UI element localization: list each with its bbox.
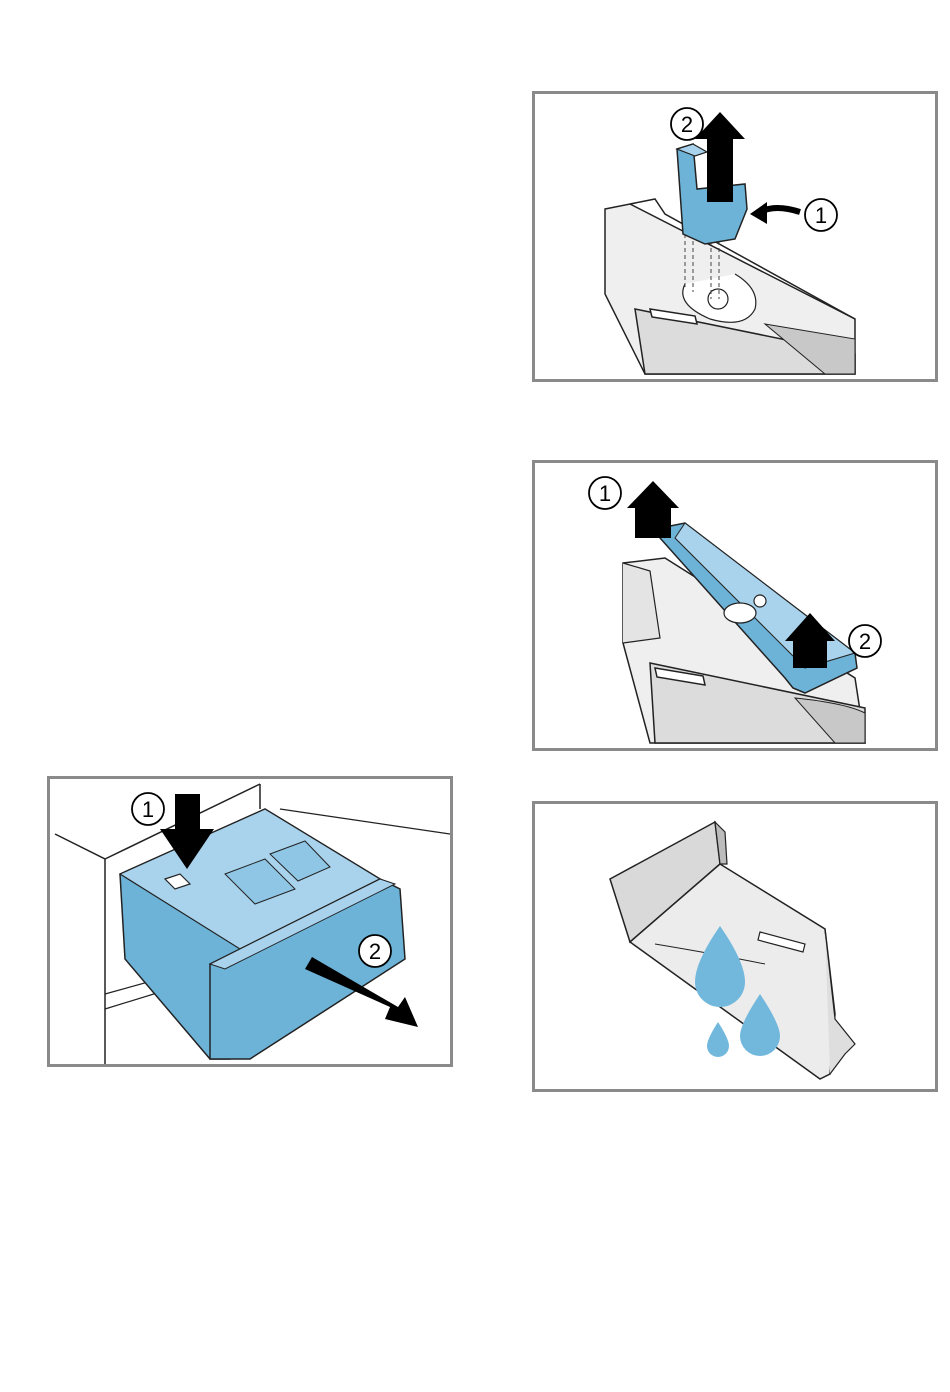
callout-number: 2 xyxy=(369,939,381,964)
figure-lift-insert: 1 2 xyxy=(532,460,938,751)
water-drop-icon xyxy=(707,1022,729,1057)
machine-edge xyxy=(55,834,105,1064)
callout-number: 2 xyxy=(859,629,871,654)
figure-remove-drawer: 1 2 xyxy=(47,776,453,1067)
arrow-head-icon xyxy=(750,202,767,224)
figure-remove-siphon: 2 1 xyxy=(532,91,938,382)
drawer-illustration: 1 2 xyxy=(50,779,450,1064)
drip-illustration xyxy=(535,804,935,1089)
insert-hole xyxy=(724,603,756,623)
figure-water-drip xyxy=(532,801,938,1092)
callout-number: 1 xyxy=(142,797,154,822)
machine-line xyxy=(280,809,450,834)
callout-number: 1 xyxy=(815,203,827,228)
insert-illustration: 1 2 xyxy=(535,463,935,748)
drawer-side xyxy=(825,929,855,1074)
siphon-illustration: 2 1 xyxy=(535,94,935,379)
callout-number: 1 xyxy=(599,481,611,506)
callout-number: 2 xyxy=(681,112,693,137)
insert-hole-small xyxy=(754,595,766,607)
